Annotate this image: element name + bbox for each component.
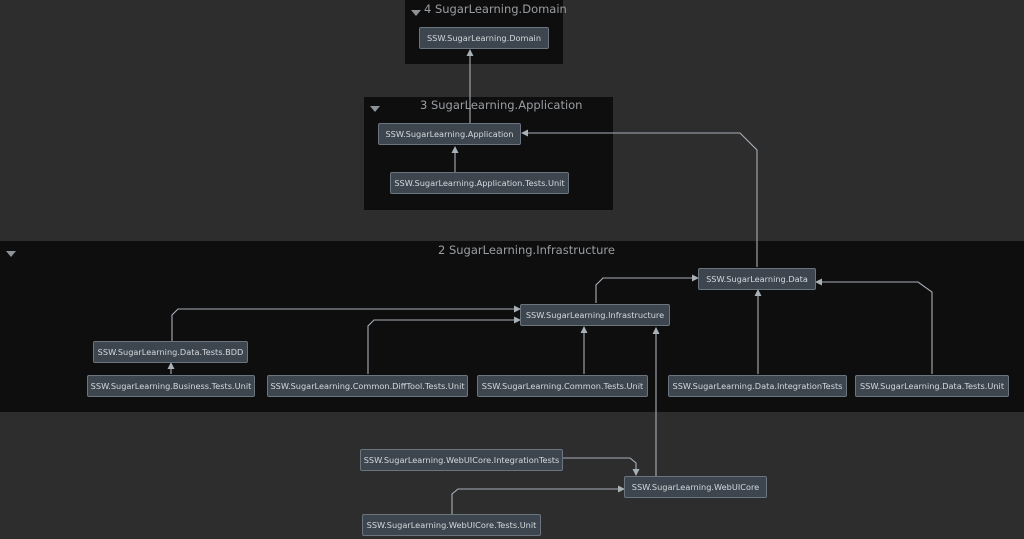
collapse-application-icon[interactable]: [370, 106, 380, 112]
node-business-tests-unit[interactable]: SSW.SugarLearning.Business.Tests.Unit: [87, 375, 255, 397]
layer-title-domain: 4 SugarLearning.Domain: [424, 2, 567, 16]
node-webuicore-integrationtests[interactable]: SSW.SugarLearning.WebUICore.IntegrationT…: [360, 449, 563, 471]
node-application-tests-unit[interactable]: SSW.SugarLearning.Application.Tests.Unit: [390, 172, 569, 194]
node-infrastructure[interactable]: SSW.SugarLearning.Infrastructure: [520, 304, 670, 326]
collapse-infrastructure-icon[interactable]: [6, 251, 16, 257]
node-common-tests-unit[interactable]: SSW.SugarLearning.Common.Tests.Unit: [477, 375, 648, 397]
edge-webuicore-integrationtests-to-webuicore: [563, 457, 640, 476]
node-data-integrationtests[interactable]: SSW.SugarLearning.Data.IntegrationTests: [668, 375, 847, 397]
layer-title-application: 3 SugarLearning.Application: [420, 98, 583, 112]
node-webuicore[interactable]: SSW.SugarLearning.WebUICore: [624, 476, 767, 498]
node-webuicore-tests-unit[interactable]: SSW.SugarLearning.WebUICore.Tests.Unit: [362, 514, 541, 536]
node-domain[interactable]: SSW.SugarLearning.Domain: [419, 27, 549, 49]
edge-webuicore-tests-unit-to-webuicore: [451, 485, 625, 514]
collapse-domain-icon[interactable]: [411, 10, 421, 16]
node-data-tests-unit[interactable]: SSW.SugarLearning.Data.Tests.Unit: [855, 375, 1009, 397]
node-common-difftool-tests-unit[interactable]: SSW.SugarLearning.Common.DiffTool.Tests.…: [267, 375, 468, 397]
node-data-tests-bdd[interactable]: SSW.SugarLearning.Data.Tests.BDD: [93, 341, 248, 363]
layer-title-infrastructure: 2 SugarLearning.Infrastructure: [438, 243, 615, 257]
node-data[interactable]: SSW.SugarLearning.Data: [698, 268, 816, 290]
node-application[interactable]: SSW.SugarLearning.Application: [378, 123, 521, 145]
